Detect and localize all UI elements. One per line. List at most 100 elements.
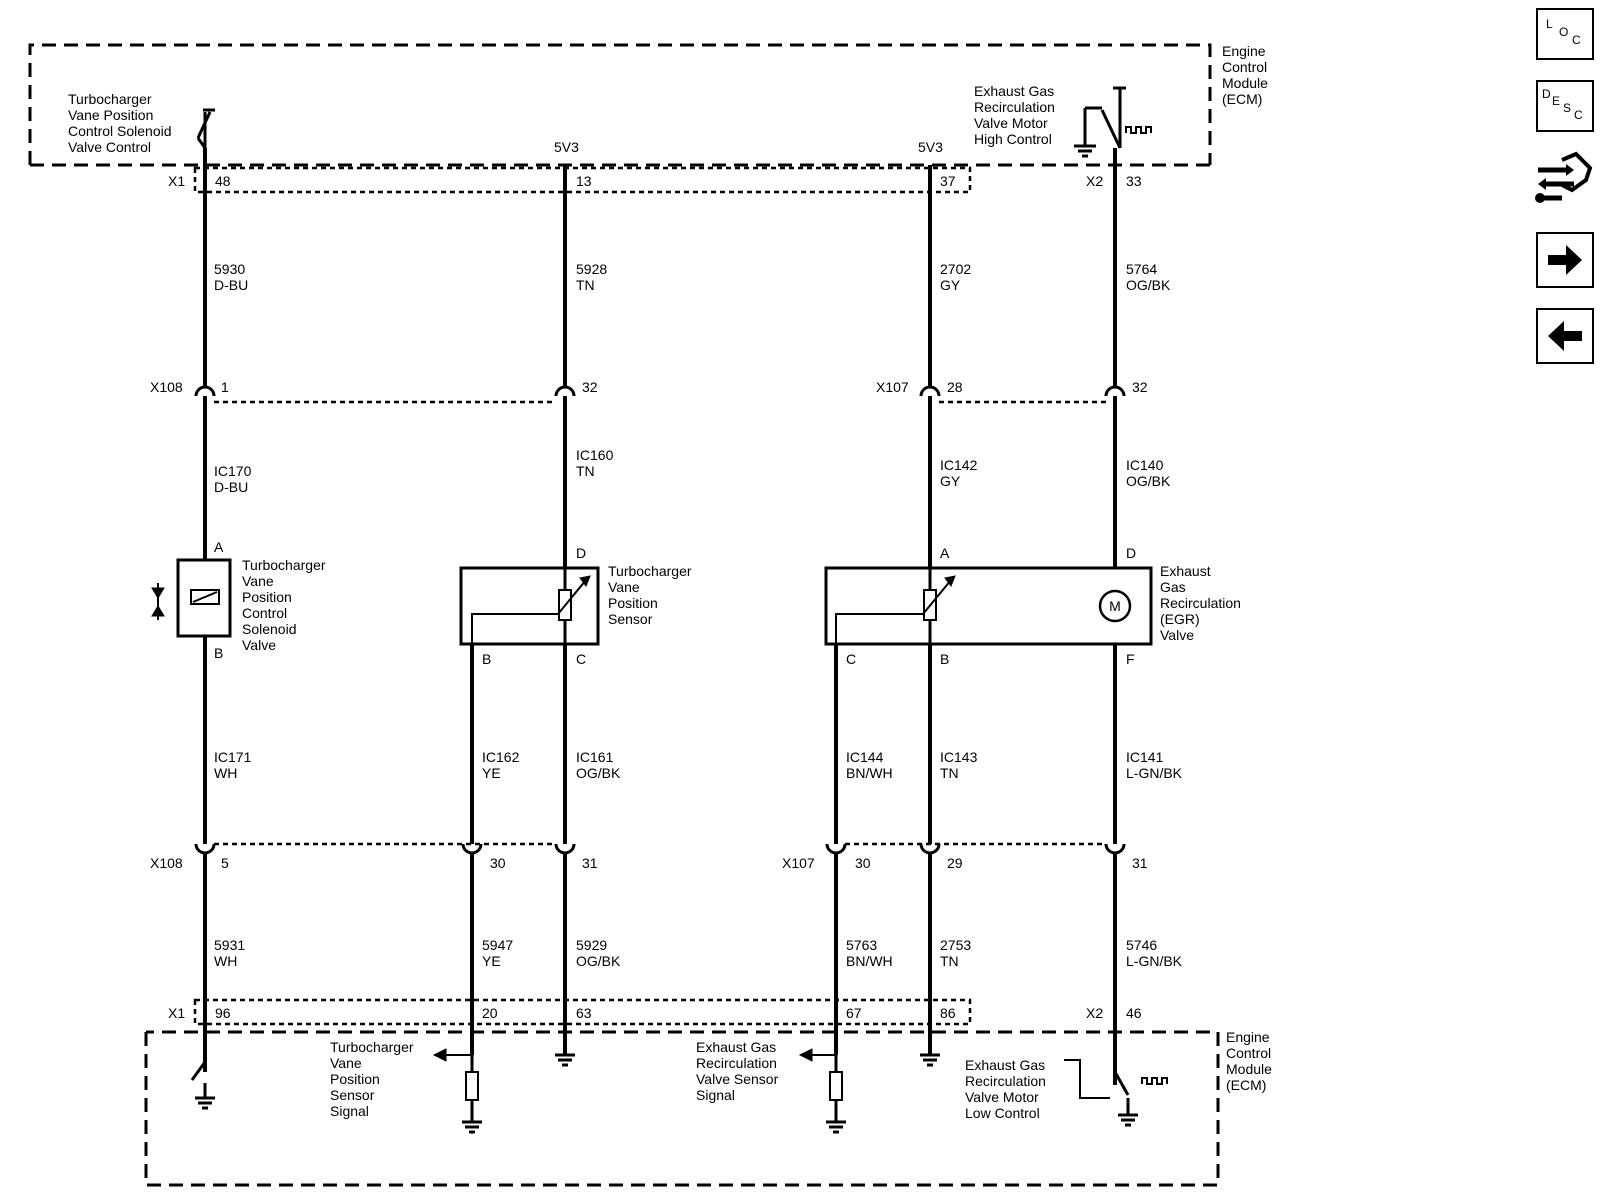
egr-pin-b: B xyxy=(940,651,949,667)
svg-text:Control: Control xyxy=(242,605,287,621)
pin-31-left: 31 xyxy=(582,855,598,871)
svg-text:L-GN/BK: L-GN/BK xyxy=(1126,953,1183,969)
pin-31-right: 31 xyxy=(1132,855,1148,871)
pin-33: 33 xyxy=(1126,173,1142,189)
vane-control-switch xyxy=(196,108,215,149)
svg-text:IC170: IC170 xyxy=(214,463,252,479)
svg-text:Turbocharger: Turbocharger xyxy=(242,557,326,573)
svg-text:IC143: IC143 xyxy=(940,749,978,765)
connector-x107-lower: X107 xyxy=(782,855,815,871)
ref-5v3-left: 5V3 xyxy=(554,139,579,155)
loc-button[interactable]: L O C xyxy=(1536,8,1594,60)
svg-text:Exhaust Gas: Exhaust Gas xyxy=(965,1057,1045,1073)
svg-text:TN: TN xyxy=(576,463,595,479)
svg-text:Vane: Vane xyxy=(608,579,640,595)
svg-text:TN: TN xyxy=(940,953,959,969)
connector-x2-bottom-label: X2 xyxy=(1086,1005,1103,1021)
arrow-right-icon xyxy=(1548,245,1582,275)
egr-pin-a: A xyxy=(940,545,950,561)
egr-high-driver-switch xyxy=(1074,86,1152,158)
svg-text:GY: GY xyxy=(940,277,961,293)
egr-signal-label: Exhaust Gas Recirculation Valve Sensor S… xyxy=(696,1039,779,1103)
svg-text:High Control: High Control xyxy=(974,131,1052,147)
vane-signal-label: Turbocharger Vane Position Sensor Signal xyxy=(330,1039,414,1119)
next-button[interactable] xyxy=(1536,232,1594,288)
svg-text:Control: Control xyxy=(1222,59,1267,75)
pin-5: 5 xyxy=(221,855,229,871)
svg-text:5930: 5930 xyxy=(214,261,245,277)
svg-text:Recirculation: Recirculation xyxy=(965,1073,1046,1089)
svg-text:OG/BK: OG/BK xyxy=(1126,473,1171,489)
connector-x108-lower: X108 xyxy=(150,855,183,871)
svg-text:Turbocharger: Turbocharger xyxy=(68,91,152,107)
svg-text:L-GN/BK: L-GN/BK xyxy=(1126,765,1183,781)
arrow-left-icon xyxy=(1548,321,1582,351)
vane-sensor-pin-b: B xyxy=(482,651,491,667)
svg-text:C: C xyxy=(1574,108,1583,122)
svg-text:Engine: Engine xyxy=(1226,1029,1270,1045)
svg-text:D-BU: D-BU xyxy=(214,277,248,293)
svg-text:5764: 5764 xyxy=(1126,261,1157,277)
svg-text:IC171: IC171 xyxy=(214,749,252,765)
pin-1: 1 xyxy=(221,379,229,395)
connector-x1-bottom-label: X1 xyxy=(168,1005,185,1021)
svg-text:D: D xyxy=(1542,87,1551,101)
svg-text:IC142: IC142 xyxy=(940,457,978,473)
svg-text:Signal: Signal xyxy=(696,1087,735,1103)
svg-text:Valve: Valve xyxy=(1160,627,1194,643)
svg-text:Engine: Engine xyxy=(1222,43,1266,59)
svg-text:IC161: IC161 xyxy=(576,749,614,765)
svg-text:5947: 5947 xyxy=(482,937,513,953)
svg-text:(ECM): (ECM) xyxy=(1226,1077,1266,1093)
pin-30-left: 30 xyxy=(490,855,506,871)
svg-text:Solenoid: Solenoid xyxy=(242,621,297,637)
vane-sensor-label: Turbocharger Vane Position Sensor xyxy=(608,563,692,627)
egr-pin-c: C xyxy=(846,651,856,667)
svg-text:TN: TN xyxy=(940,765,959,781)
svg-text:YE: YE xyxy=(482,765,501,781)
pin-48: 48 xyxy=(215,173,231,189)
svg-text:Signal: Signal xyxy=(330,1103,369,1119)
egr-pin-d: D xyxy=(1126,545,1136,561)
svg-text:BN/WH: BN/WH xyxy=(846,765,893,781)
vane-sensor-pin-c: C xyxy=(576,651,586,667)
inline-upper xyxy=(194,385,1126,404)
svg-text:Low Control: Low Control xyxy=(965,1105,1040,1121)
pin-96: 96 xyxy=(215,1005,231,1021)
svg-text:5928: 5928 xyxy=(576,261,607,277)
svg-text:YE: YE xyxy=(482,953,501,969)
pin-67: 67 xyxy=(846,1005,862,1021)
svg-text:Turbocharger: Turbocharger xyxy=(330,1039,414,1055)
previous-button[interactable] xyxy=(1536,308,1594,364)
vane-control-label: Turbocharger Vane Position Control Solen… xyxy=(68,91,172,155)
desc-icon: D E S C xyxy=(1542,87,1583,122)
pin-32-left: 32 xyxy=(582,379,598,395)
svg-text:Sensor: Sensor xyxy=(608,611,653,627)
pin-46: 46 xyxy=(1126,1005,1142,1021)
connector-x2-top-label: X2 xyxy=(1086,173,1103,189)
svg-text:Module: Module xyxy=(1226,1061,1272,1077)
solenoid-symbol xyxy=(151,558,232,638)
desc-button[interactable]: D E S C xyxy=(1536,80,1594,132)
pin-29: 29 xyxy=(947,855,963,871)
svg-text:O: O xyxy=(1559,25,1568,39)
svg-text:Control Solenoid: Control Solenoid xyxy=(68,123,172,139)
loc-icon: L O C xyxy=(1546,17,1581,47)
pin-86: 86 xyxy=(940,1005,956,1021)
svg-text:Control: Control xyxy=(1226,1045,1271,1061)
egr-pin-f: F xyxy=(1126,651,1135,667)
svg-text:S: S xyxy=(1563,101,1571,115)
svg-text:5763: 5763 xyxy=(846,937,877,953)
svg-text:Recirculation: Recirculation xyxy=(974,99,1055,115)
svg-text:Gas: Gas xyxy=(1160,579,1186,595)
ecm-top-title: Engine Control Module (ECM) xyxy=(1222,43,1268,107)
svg-text:Position: Position xyxy=(242,589,292,605)
svg-text:(ECM): (ECM) xyxy=(1222,91,1262,107)
svg-text:Position: Position xyxy=(608,595,658,611)
svg-text:Valve Control: Valve Control xyxy=(68,139,151,155)
pin-30-right: 30 xyxy=(855,855,871,871)
svg-text:5931: 5931 xyxy=(214,937,245,953)
connector-handshake-icon[interactable] xyxy=(1532,148,1596,212)
connector-x1-top-label: X1 xyxy=(168,173,185,189)
